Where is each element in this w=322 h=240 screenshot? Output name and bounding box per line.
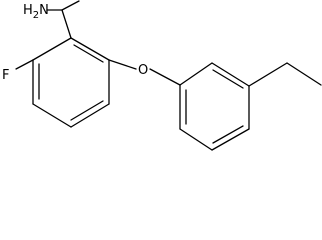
bond-ring2-a: [179, 62, 213, 86]
bond-ring1-d: [32, 103, 72, 128]
amine-label: H2N: [23, 3, 49, 21]
bond-ring2-b: [211, 62, 250, 87]
bond-ring2-d: [211, 128, 250, 151]
bond-ring1-f: [32, 37, 72, 61]
bond-ring1-double-1: [73, 44, 104, 63]
bond-ring1-a: [70, 37, 110, 61]
bond-ring1-o: [108, 59, 137, 70]
structure-diagram: H2N F O: [2, 0, 322, 151]
fluorine-label: F: [2, 68, 9, 83]
bond-group: [15, 0, 322, 151]
bond-o-ring2: [149, 68, 181, 86]
bond-ethyl-end: [286, 62, 322, 86]
bond-ring1-c: [70, 103, 110, 128]
bond-ch-methyl: [61, 0, 80, 11]
molecule-canvas: H2N F O: [2, 0, 322, 151]
bond-c-f: [15, 59, 34, 70]
bond-ch-ring: [61, 9, 72, 39]
bond-ring2-double-1: [212, 69, 244, 89]
bond-ring1-double-2: [70, 100, 104, 121]
bond-ring2-ethyl: [248, 62, 288, 87]
ether-oxygen-label: O: [138, 63, 148, 78]
bond-ring2-e: [179, 128, 213, 151]
bond-ring2-double-2: [212, 125, 244, 144]
